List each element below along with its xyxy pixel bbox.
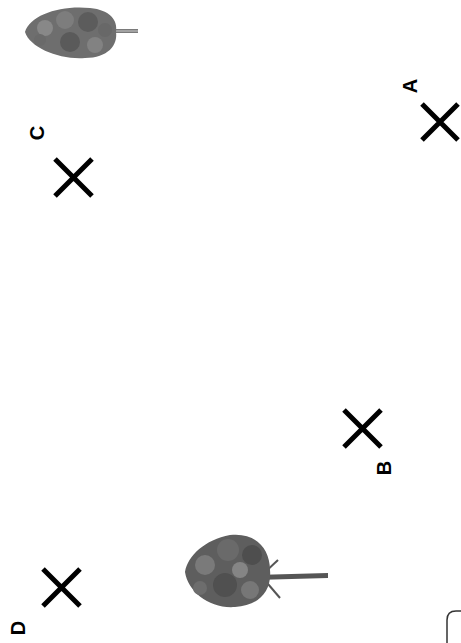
tree-top [25,7,138,58]
panel-corner [447,611,461,643]
x-marks [43,104,458,606]
point-label: B [374,461,394,475]
tree-bottom [185,535,328,608]
point-label: D [8,621,28,635]
point-label: C [27,126,47,140]
point-label: A [400,79,420,93]
